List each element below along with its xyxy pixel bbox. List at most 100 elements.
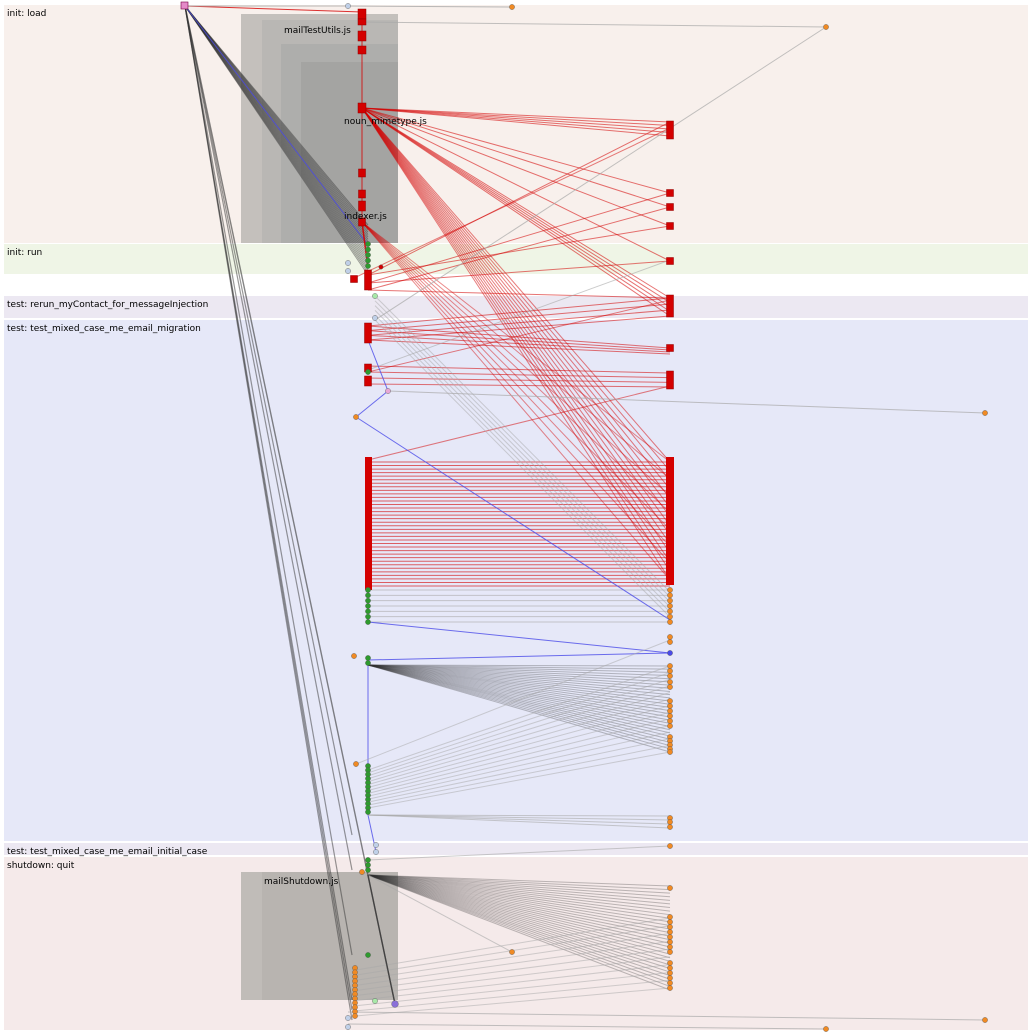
edge: [361, 107, 671, 312]
edge: [184, 5, 353, 836]
edge: [184, 5, 369, 262]
edge: [367, 315, 671, 341]
orange-node: [667, 608, 673, 615]
edge: [367, 874, 671, 916]
green-node: [365, 369, 371, 375]
green-node: [365, 592, 371, 599]
edge: [374, 305, 671, 603]
red-node: [666, 344, 674, 352]
green-node: [365, 246, 371, 253]
edge: [367, 260, 671, 284]
edge: [367, 664, 671, 705]
edge: [355, 979, 671, 1012]
file-blocks: [241, 14, 398, 1000]
orange-node: [667, 673, 673, 679]
orange-node: [667, 939, 673, 945]
edge: [367, 664, 671, 728]
edge: [361, 107, 671, 137]
orange-node: [667, 949, 673, 955]
edge: [367, 377, 671, 383]
edge: [367, 874, 671, 959]
blue-node: [345, 3, 351, 9]
orange-node: [667, 914, 673, 920]
edge: [367, 874, 671, 898]
orange-node: [823, 24, 829, 30]
edge: [361, 107, 671, 227]
orange-node: [667, 708, 673, 714]
edge: [367, 678, 671, 777]
edge: [184, 5, 369, 271]
orange-node: [667, 597, 673, 604]
edge: [367, 664, 671, 747]
orange-node: [667, 975, 673, 981]
edge: [361, 107, 671, 126]
edge: [184, 5, 369, 231]
edge: [367, 339, 389, 392]
file-label: mailTestUtils.js: [284, 26, 351, 36]
phase-label: init: run: [7, 248, 42, 258]
orange-node: [667, 944, 673, 950]
edge: [374, 295, 671, 593]
orange-node: [667, 718, 673, 724]
edge: [367, 738, 671, 803]
orange-node: [667, 723, 673, 729]
edge: [367, 664, 671, 680]
edge: [361, 107, 671, 262]
edge: [361, 107, 671, 123]
edge: [367, 339, 671, 355]
edge: [367, 685, 671, 780]
edge: [367, 874, 513, 953]
edge: [361, 221, 671, 480]
edge: [184, 5, 369, 269]
edge: [367, 385, 671, 461]
orange-node: [667, 929, 673, 935]
phase-label: shutdown: quit: [7, 861, 75, 871]
light-green-node: [372, 998, 378, 1004]
edge: [367, 874, 671, 930]
edge: [367, 874, 671, 934]
green-node: [365, 613, 371, 620]
edge: [361, 21, 827, 28]
edge: [361, 221, 671, 581]
red-node: [358, 189, 366, 199]
edge: [367, 621, 671, 654]
edge: [374, 314, 671, 613]
edge: [367, 664, 671, 686]
edge: [347, 5, 513, 8]
edge: [387, 390, 986, 414]
edge: [367, 814, 671, 829]
edge: [184, 5, 369, 233]
edge: [367, 698, 671, 786]
edge: [374, 300, 671, 598]
edge: [367, 334, 671, 353]
edge: [367, 371, 671, 379]
edge: [367, 664, 671, 689]
green-node: [365, 809, 371, 815]
edge: [367, 874, 671, 962]
edge: [374, 319, 671, 618]
red-node: [350, 275, 358, 283]
phase-band: [4, 244, 1028, 274]
red-node: [364, 322, 372, 344]
edge: [367, 664, 671, 673]
orange-node: [509, 949, 515, 955]
orange-node: [982, 410, 988, 416]
green-node: [365, 257, 371, 264]
edge: [353, 127, 671, 279]
edge: [374, 26, 827, 321]
edge: [184, 5, 369, 266]
edge: [367, 874, 671, 891]
edge: [367, 309, 671, 336]
orange-node: [667, 985, 673, 991]
edge: [361, 107, 671, 208]
phase-label: init: load: [7, 9, 46, 19]
green-node: [365, 862, 371, 868]
edge: [367, 711, 671, 791]
orange-node: [667, 698, 673, 704]
orange-node: [667, 980, 673, 986]
edge: [184, 5, 369, 246]
edge: [367, 874, 671, 952]
edge: [367, 330, 671, 351]
edge: [367, 705, 671, 789]
file-block: [262, 872, 398, 1000]
